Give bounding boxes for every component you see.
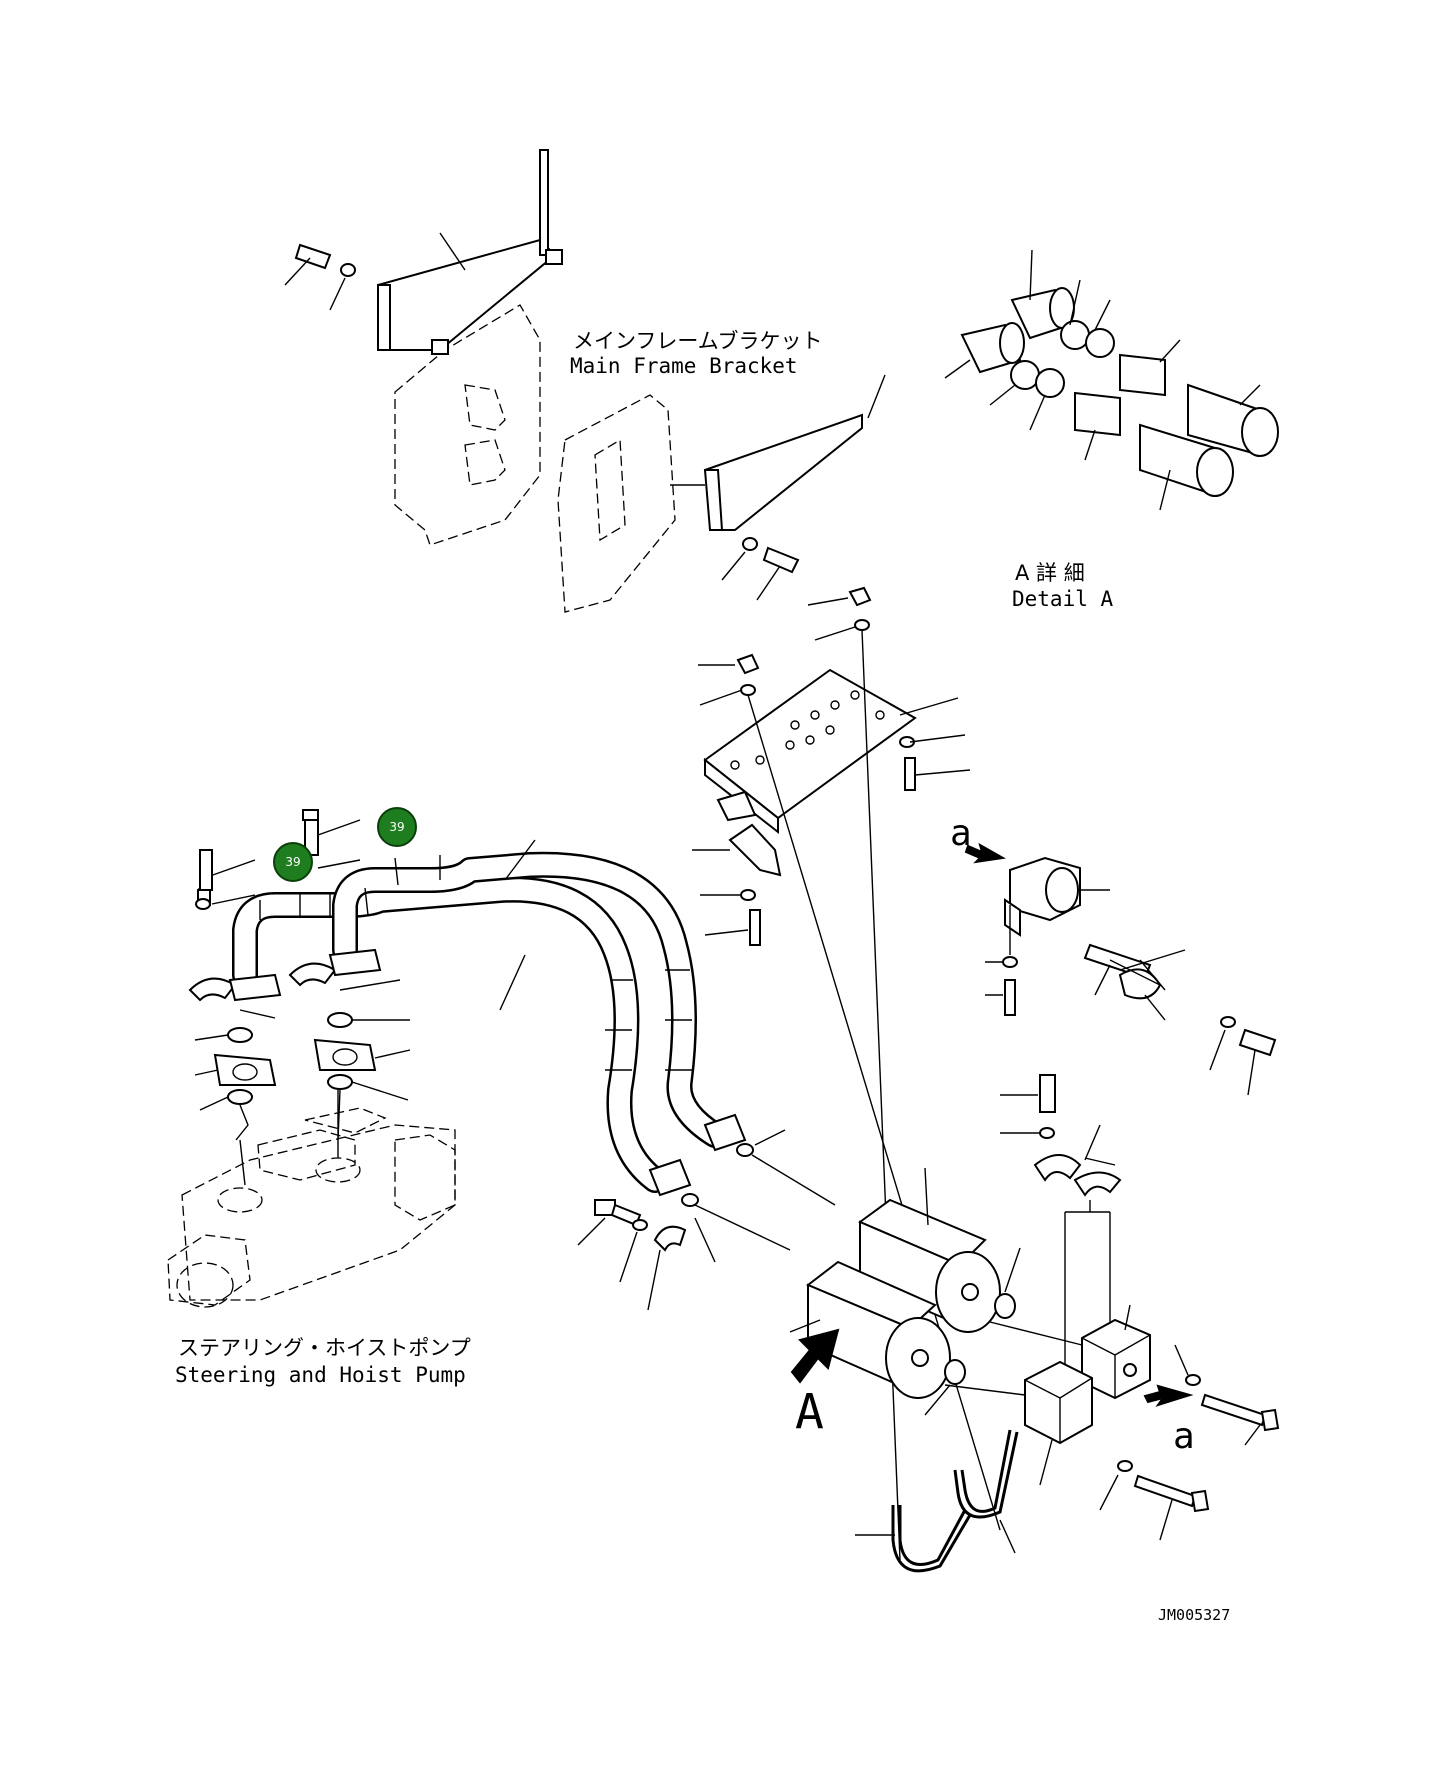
pump-label-en: Steering and Hoist Pump — [175, 1363, 466, 1387]
main-frame-bracket-label-ja: メインフレームブラケット — [573, 329, 822, 353]
callout-39-upper[interactable]: 39 — [377, 807, 417, 847]
main-frame-bracket-drawing — [284, 149, 886, 613]
detail-a-label-en: Detail A — [1012, 587, 1114, 611]
arrow-a-top-icon — [964, 842, 1007, 864]
hoses-drawing — [199, 809, 836, 1311]
view-a-label: A — [795, 1384, 824, 1440]
callout-39-upper-label: 39 — [389, 820, 404, 834]
detail-a-drawing — [944, 249, 1279, 511]
valve-blocks-drawing — [944, 1304, 1280, 1541]
right-bracket-drawing — [985, 856, 1277, 1380]
detail-a-label-ja: A 詳 細 — [1015, 561, 1085, 585]
arrow-a-top-label: a — [950, 813, 972, 854]
arrow-a-bottom-label: a — [1173, 1416, 1195, 1457]
mounting-plate-drawing — [692, 586, 1001, 1561]
drawing-number: JM005327 — [1158, 1606, 1230, 1624]
callout-39-lower-label: 39 — [285, 855, 300, 869]
u-bolts-drawing — [855, 1429, 1019, 1573]
callout-39-lower[interactable]: 39 — [273, 842, 313, 882]
pump-drawing — [167, 1085, 456, 1308]
filter-assembly-drawing — [789, 1167, 1021, 1416]
pump-label-ja: ステアリング・ホイストポンプ — [178, 1336, 471, 1360]
main-frame-bracket-label-en: Main Frame Bracket — [570, 354, 798, 378]
